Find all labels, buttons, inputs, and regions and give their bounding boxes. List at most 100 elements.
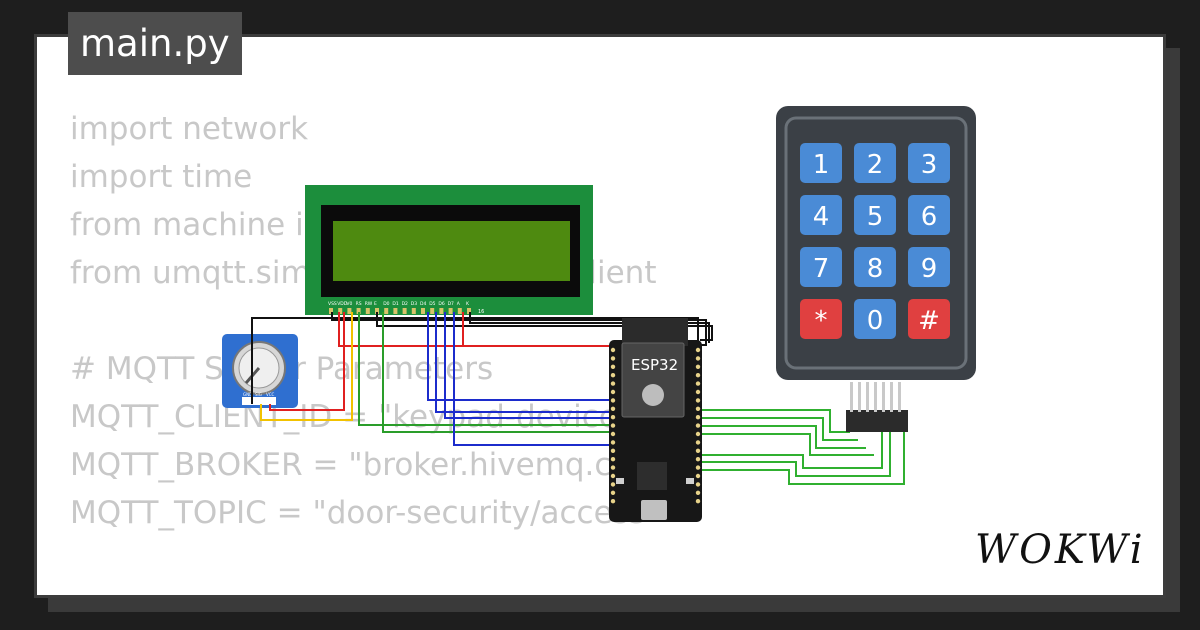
lcd-pin-label: K [466, 301, 470, 307]
keypad-key[interactable] [800, 143, 842, 183]
esp32-board[interactable]: ESP32 [609, 318, 702, 522]
keypad-pin[interactable] [850, 382, 853, 412]
lcd-pin-label: V0 [346, 301, 352, 307]
esp32-pin[interactable] [610, 440, 616, 445]
esp32-chip [637, 462, 667, 490]
lcd-pin[interactable] [467, 308, 471, 314]
esp32-pin[interactable] [695, 457, 701, 462]
lcd-pin[interactable] [365, 308, 370, 314]
esp32-pin[interactable] [695, 381, 701, 386]
keypad-key[interactable] [908, 195, 950, 235]
esp32-pin[interactable] [695, 423, 701, 428]
esp32-pin[interactable] [610, 473, 616, 479]
esp32-pin[interactable] [695, 448, 701, 453]
esp32-pin[interactable] [695, 356, 701, 361]
esp32-pin[interactable] [610, 465, 616, 470]
esp32-pin[interactable] [610, 423, 616, 428]
esp32-pin[interactable] [695, 415, 701, 420]
wire-kp-4 [700, 433, 874, 456]
code-line: import time [70, 159, 253, 195]
lcd-pin[interactable] [430, 308, 435, 314]
esp32-pin[interactable] [610, 448, 616, 453]
lcd-pin-label: VDD [337, 301, 348, 307]
lcd-pin-label: D1 [392, 301, 398, 307]
code-line: # MQTT Server Parameters [70, 351, 494, 387]
esp32-pin[interactable] [695, 406, 701, 411]
keypad-key[interactable] [854, 143, 896, 183]
esp32-pin[interactable] [610, 406, 616, 411]
lcd-pin[interactable] [439, 308, 444, 314]
reset-button [686, 478, 694, 484]
keypad-key[interactable] [854, 299, 896, 339]
esp32-pin[interactable] [610, 398, 616, 403]
wire-contrast [260, 312, 353, 421]
keypad-key[interactable] [854, 195, 896, 235]
esp32-pin[interactable] [610, 431, 616, 437]
esp32-pin[interactable] [610, 356, 616, 361]
potentiometer[interactable]: GND SIG VCC [222, 334, 298, 408]
lcd-pin[interactable] [457, 308, 462, 314]
esp32-pin[interactable] [695, 499, 701, 504]
keypad-key[interactable] [800, 247, 842, 287]
esp32-pin[interactable] [695, 465, 701, 470]
esp32-pin[interactable] [610, 490, 616, 495]
lcd-pin-header [329, 308, 471, 314]
keypad-key-label: 4 [813, 202, 830, 232]
lcd-pin[interactable] [375, 308, 379, 314]
esp32-pin[interactable] [610, 347, 616, 353]
lcd-pin[interactable] [411, 308, 416, 314]
lcd-pin-label: D7 [448, 301, 454, 307]
lcd-pin[interactable] [402, 308, 407, 314]
wire-kp-3 [700, 425, 866, 449]
esp32-pin[interactable] [695, 373, 701, 378]
keypad-key-label: 1 [813, 150, 830, 180]
keypad-key[interactable] [908, 299, 950, 339]
esp32-pin[interactable] [695, 482, 701, 487]
lcd-pin[interactable] [393, 308, 398, 314]
esp32-pin[interactable] [695, 440, 701, 445]
keypad-pin[interactable] [882, 382, 885, 412]
esp32-pin[interactable] [695, 364, 701, 369]
lcd-pin[interactable] [347, 308, 352, 314]
esp32-pin[interactable] [695, 398, 701, 403]
lcd-pin[interactable] [421, 308, 425, 314]
keypad-pin[interactable] [874, 382, 877, 412]
esp32-pin[interactable] [695, 431, 701, 437]
esp32-pin[interactable] [610, 482, 616, 487]
lcd-pin-count: 16 [478, 309, 484, 315]
esp32-pin[interactable] [610, 373, 616, 378]
esp32-pin[interactable] [695, 347, 701, 353]
esp32-pin[interactable] [610, 364, 616, 369]
esp32-pin[interactable] [610, 499, 616, 504]
esp32-pins-left [610, 347, 616, 504]
keypad-key[interactable] [800, 299, 842, 339]
lcd-pin-label: RW [365, 301, 373, 307]
keypad-pin[interactable] [866, 382, 869, 412]
keypad-pin[interactable] [898, 382, 901, 412]
keypad-key[interactable] [854, 247, 896, 287]
keypad-key[interactable] [908, 143, 950, 183]
wire-d5 [435, 312, 609, 413]
esp32-pin[interactable] [610, 457, 616, 462]
lcd-pin-label: RS [356, 301, 362, 307]
keypad-key[interactable] [800, 195, 842, 235]
keypad-pin[interactable] [890, 382, 893, 412]
esp32-pin[interactable] [695, 389, 701, 395]
keypad-key-label: 3 [921, 150, 938, 180]
lcd-pin[interactable] [448, 308, 453, 314]
keypad-key[interactable] [908, 247, 950, 287]
lcd-pin[interactable] [329, 308, 333, 314]
lcd-pin[interactable] [338, 308, 343, 314]
lcd-pin[interactable] [384, 308, 389, 314]
keypad-pin[interactable] [858, 382, 861, 412]
file-tab[interactable]: main.py [68, 12, 242, 75]
lcd-pin[interactable] [356, 308, 361, 314]
pot-pin-label: SIG [255, 392, 262, 397]
esp32-pin[interactable] [610, 381, 616, 386]
esp32-pin[interactable] [695, 490, 701, 495]
esp32-pin[interactable] [610, 389, 616, 395]
esp32-pin[interactable] [695, 473, 701, 479]
esp32-pin[interactable] [610, 415, 616, 420]
